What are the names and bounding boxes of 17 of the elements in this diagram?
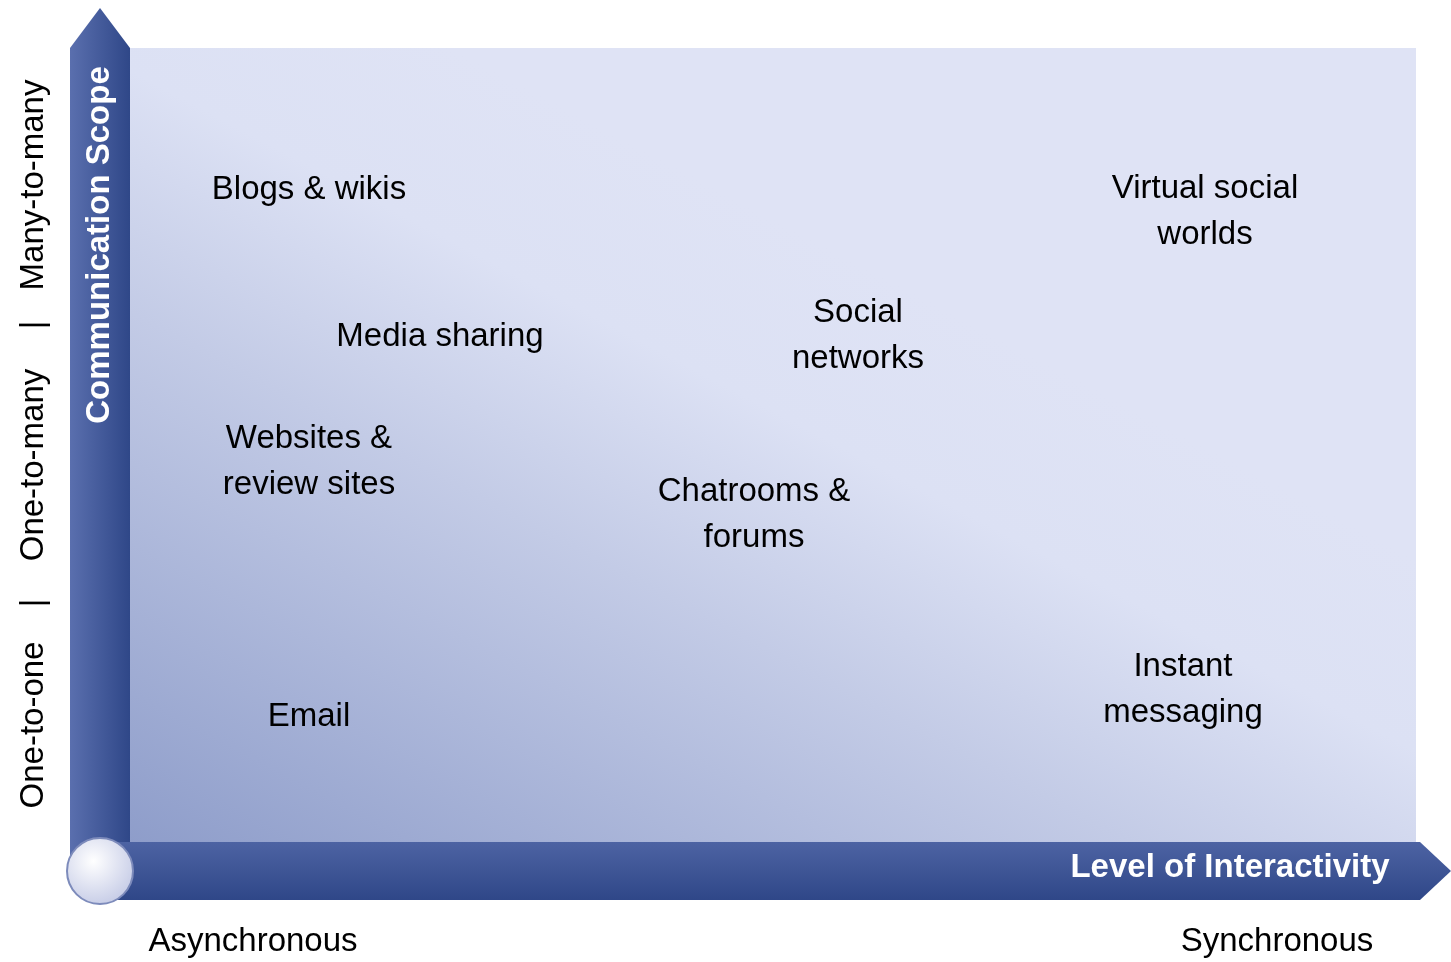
axis-title: Level of Interactivity xyxy=(1070,845,1390,886)
category-label: Chatrooms & forums xyxy=(656,469,852,556)
category-label: Social networks xyxy=(790,290,926,377)
axis-end-label: Asynchronous xyxy=(148,919,358,960)
category-label: Virtual social worlds xyxy=(1110,166,1300,253)
axis-end-label: Synchronous xyxy=(1180,919,1374,960)
axis-title: Communication Scope xyxy=(77,66,117,424)
category-label: Instant messaging xyxy=(1102,644,1264,731)
axis-separator: | xyxy=(11,320,51,330)
axis-tick-label: One-to-one xyxy=(11,641,51,809)
axis-separator: | xyxy=(11,598,51,608)
category-label: Email xyxy=(267,694,351,735)
axis-tick-label: Many-to-many xyxy=(11,79,51,291)
axis-tick-label: One-to-many xyxy=(11,368,51,562)
category-label: Websites & review sites xyxy=(221,416,397,503)
category-label: Blogs & wikis xyxy=(211,167,407,208)
category-label: Media sharing xyxy=(336,314,544,355)
